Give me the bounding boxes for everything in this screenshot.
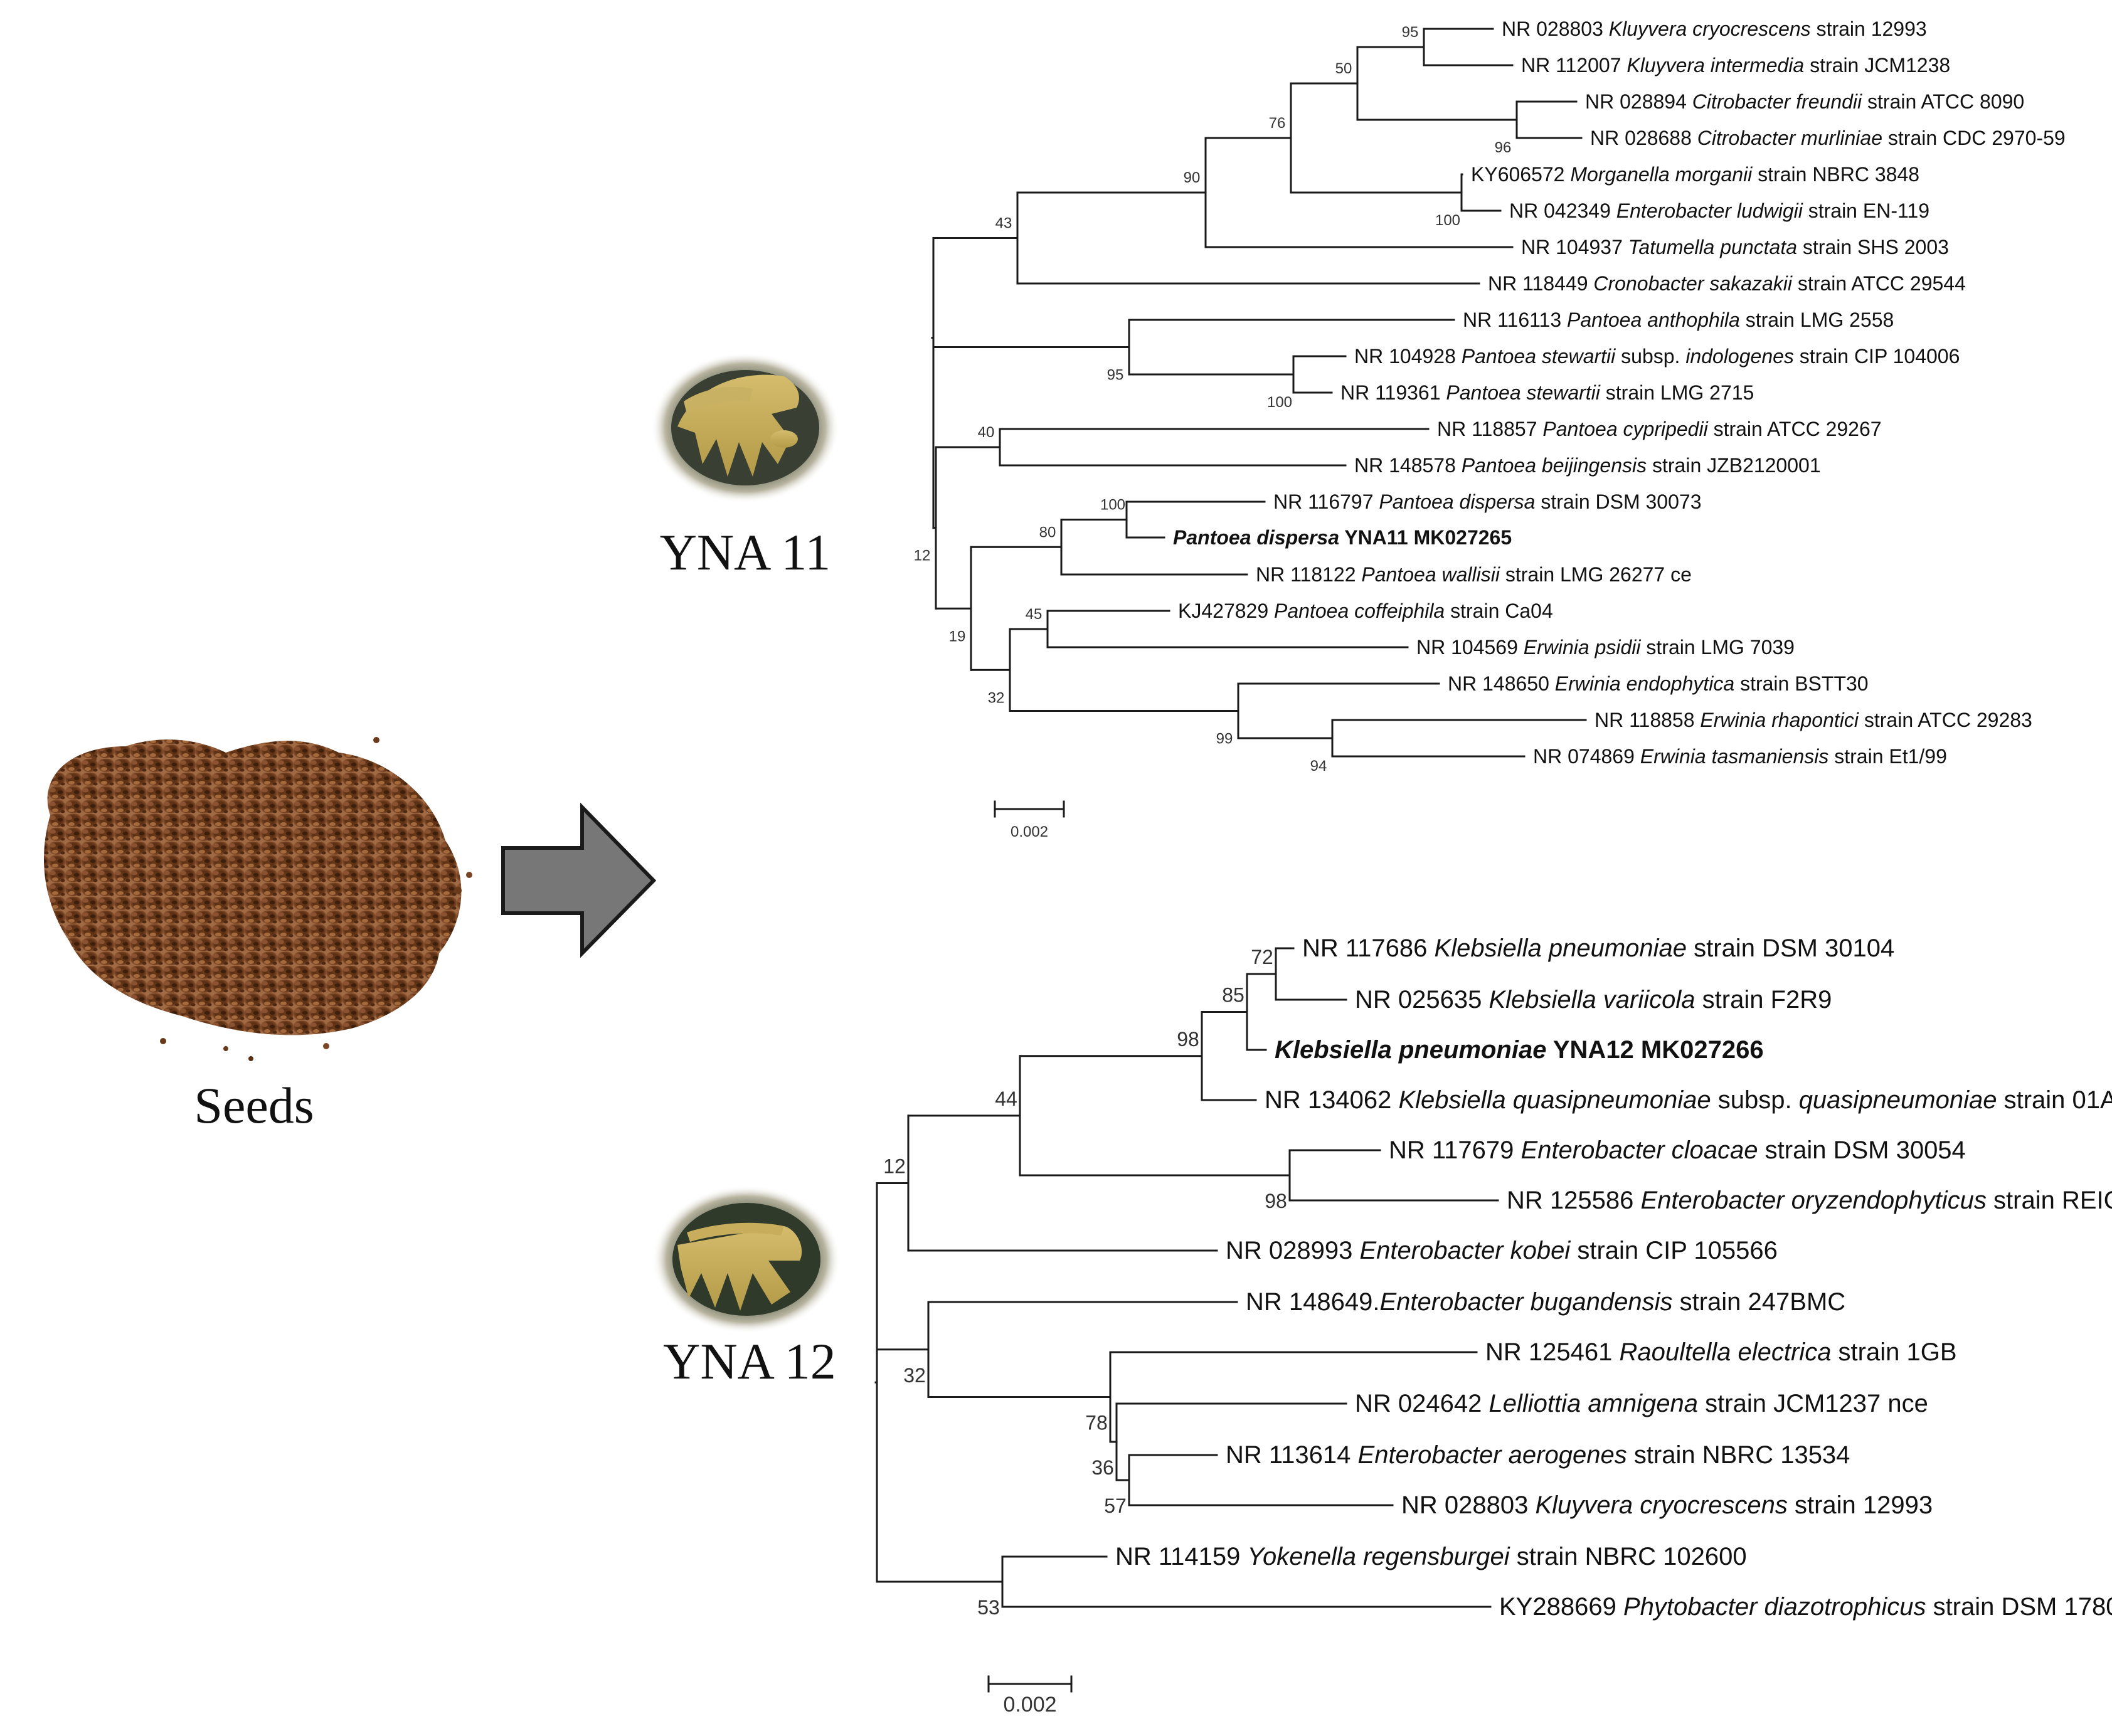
bootstrap-value: 72 bbox=[1251, 946, 1273, 968]
taxon-label: NR 104928 Pantoea stewartii subsp. indol… bbox=[1354, 345, 1960, 368]
bootstrap-value: 100 bbox=[1100, 497, 1125, 514]
taxon-label: NR 148578 Pantoea beijingensis strain JZ… bbox=[1354, 454, 1821, 477]
tree-yna12: 12 44 98 85 72 NR 117686 Klebsiella pneumonia… bbox=[874, 934, 2112, 1717]
taxon-label: NR 125461 Raoultella electrica strain 1G… bbox=[1485, 1338, 1957, 1366]
bootstrap-value: 78 bbox=[1085, 1412, 1108, 1434]
taxon-label: NR 104569 Erwinia psidii strain LMG 7039 bbox=[1416, 636, 1795, 659]
bootstrap-value: 43 bbox=[995, 215, 1012, 232]
taxon-label: NR 134062 Klebsiella quasipneumoniae sub… bbox=[1265, 1086, 2112, 1114]
taxon-label: Klebsiella pneumoniae YNA12 MK027266 bbox=[1275, 1036, 1764, 1064]
bootstrap-value: 100 bbox=[1435, 212, 1460, 229]
yna11-label: YNA 11 bbox=[660, 524, 831, 581]
bootstrap-value: 40 bbox=[978, 424, 995, 441]
taxon-label: NR 112007 Kluyvera intermedia strain JCM… bbox=[1521, 54, 1950, 77]
bootstrap-value: 50 bbox=[1335, 60, 1352, 77]
bootstrap-value: 36 bbox=[1091, 1456, 1114, 1479]
taxon-label: NR 074869 Erwinia tasmaniensis strain Et… bbox=[1533, 745, 1947, 768]
bootstrap-value: 100 bbox=[1267, 394, 1292, 411]
taxon-label: NR 117686 Klebsiella pneumoniae strain D… bbox=[1302, 934, 1894, 962]
taxon-label: NR 028993 Enterobacter kobei strain CIP … bbox=[1226, 1237, 1778, 1264]
taxon-label: NR 104937 Tatumella punctata strain SHS … bbox=[1521, 236, 1949, 258]
taxon-label: NR 025635 Klebsiella variicola strain F2… bbox=[1355, 986, 1832, 1014]
bootstrap-value: 98 bbox=[1265, 1190, 1287, 1212]
bootstrap-value: 12 bbox=[914, 548, 931, 564]
bootstrap-value: 95 bbox=[1107, 367, 1124, 384]
bootstrap-value: 57 bbox=[1104, 1495, 1127, 1517]
plate-yna11-image bbox=[651, 352, 839, 503]
arrow-right-icon bbox=[501, 802, 657, 958]
scale-bar-label: 0.002 bbox=[1003, 1693, 1056, 1717]
taxon-label: NR 028894 Citrobacter freundii strain AT… bbox=[1585, 90, 2024, 113]
bootstrap-value: 98 bbox=[1177, 1028, 1199, 1051]
bootstrap-value: 99 bbox=[1216, 731, 1233, 748]
bootstrap-value: 94 bbox=[1310, 758, 1327, 775]
bootstrap-value: 12 bbox=[883, 1155, 906, 1177]
taxon-label: NR 117679 Enterobacter cloacae strain DS… bbox=[1389, 1136, 1966, 1164]
taxon-label: NR 028803 Kluyvera cryocrescens strain 1… bbox=[1401, 1491, 1933, 1519]
taxon-label: NR 119361 Pantoea stewartii strain LMG 2… bbox=[1340, 381, 1754, 404]
taxon-label: NR 024642 Lelliottia amnigena strain JCM… bbox=[1355, 1390, 1928, 1417]
taxon-label: NR 114159 Yokenella regensburgei strain … bbox=[1115, 1543, 1747, 1570]
bootstrap-value: 53 bbox=[977, 1596, 1000, 1619]
bootstrap-value: 96 bbox=[1495, 139, 1512, 156]
bootstrap-value: 80 bbox=[1039, 524, 1056, 541]
scale-bar-label: 0.002 bbox=[1011, 823, 1048, 840]
taxon-label: Pantoea dispersa YNA11 MK027265 bbox=[1173, 526, 1512, 549]
taxon-label: KY606572 Morganella morganii strain NBRC… bbox=[1471, 163, 1919, 186]
bootstrap-value: 32 bbox=[903, 1364, 926, 1387]
taxon-label: NR 125586 Enterobacter oryzendophyticus … bbox=[1507, 1187, 2112, 1214]
taxon-label: NR 116797 Pantoea dispersa strain DSM 30… bbox=[1273, 490, 1701, 513]
bootstrap-value: 32 bbox=[988, 689, 1005, 706]
plate-yna12-image bbox=[652, 1185, 841, 1333]
bootstrap-value: 85 bbox=[1222, 984, 1244, 1007]
seeds-image bbox=[44, 737, 472, 1061]
taxon-label: KJ427829 Pantoea coffeiphila strain Ca04 bbox=[1178, 600, 1553, 622]
yna12-label: YNA 12 bbox=[663, 1333, 836, 1390]
taxon-label: NR 113614 Enterobacter aerogenes strain … bbox=[1226, 1441, 1850, 1469]
taxon-label: NR 118122 Pantoea wallisii strain LMG 26… bbox=[1256, 563, 1692, 586]
bootstrap-value: 45 bbox=[1026, 606, 1043, 623]
bootstrap-value: 95 bbox=[1402, 24, 1419, 41]
taxon-label: KY288669 Phytobacter diazotrophicus stra… bbox=[1499, 1593, 2112, 1621]
taxon-label: NR 028803 Kluyvera cryocrescens strain 1… bbox=[1502, 18, 1927, 40]
taxon-label: NR 118449 Cronobacter sakazakii strain A… bbox=[1488, 272, 1966, 295]
taxon-label: NR 116113 Pantoea anthophila strain LMG … bbox=[1463, 309, 1894, 331]
bootstrap-value: 44 bbox=[995, 1088, 1017, 1110]
taxon-label: NR 148649.Enterobacter bugandensis strai… bbox=[1246, 1288, 1845, 1316]
taxon-label: NR 028688 Citrobacter murliniae strain C… bbox=[1590, 127, 2066, 149]
bootstrap-value: 76 bbox=[1269, 115, 1286, 132]
taxon-label: NR 042349 Enterobacter ludwigii strain E… bbox=[1509, 199, 1929, 222]
taxon-label: NR 148650 Erwinia endophytica strain BST… bbox=[1448, 672, 1869, 695]
tree-yna11: 43 90 76 50 95 NR 028803 Kluyvera cryocrescen… bbox=[914, 18, 2066, 840]
bootstrap-value: 90 bbox=[1184, 169, 1201, 186]
bootstrap-value: 19 bbox=[949, 628, 966, 645]
taxon-label: NR 118858 Erwinia rhapontici strain ATCC… bbox=[1595, 709, 2032, 731]
taxon-label: NR 118857 Pantoea cypripedii strain ATCC… bbox=[1437, 418, 1882, 440]
seeds-label: Seeds bbox=[194, 1077, 314, 1134]
